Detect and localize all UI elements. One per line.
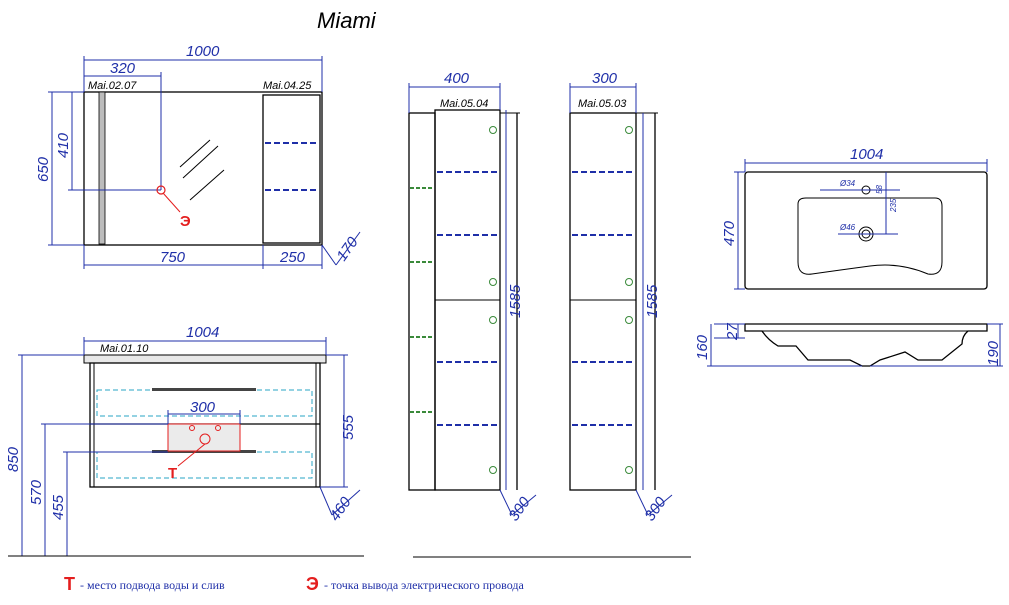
- mirror-cabinet-model-label: Mai.04.25: [263, 80, 312, 92]
- tap-hole-label: Ø34: [839, 179, 856, 188]
- basin-width-label: 1004: [850, 146, 883, 163]
- legend-electric-text: - точка вывода электрического провода: [324, 578, 525, 592]
- mirror-height-label: 650: [35, 156, 52, 182]
- basin-front-height-label: 160: [694, 334, 711, 360]
- tall-cabinet-2-view: Mai.05.03 300 1585 300: [569, 70, 673, 525]
- water-inlet: [189, 425, 195, 431]
- tall-2-width-label: 300: [592, 70, 618, 87]
- light-offset-label: 320: [110, 60, 136, 77]
- rim-label: 27: [724, 323, 741, 341]
- cabinet-front: [569, 112, 637, 491]
- base-unit-view: Mai.01.10 T 300 1004 555: [5, 324, 364, 557]
- tall-1-height-label: 1585: [507, 284, 524, 318]
- pipe-cutout: [167, 423, 241, 452]
- cabinet-side: [408, 112, 436, 491]
- total-height-label: 850: [5, 446, 22, 472]
- tall-2-model-label: Mai.05.03: [578, 98, 627, 110]
- legend-water-mark: T: [64, 574, 75, 594]
- drain-hole-label: Ø46: [839, 223, 856, 232]
- series-title: Miami: [317, 8, 377, 33]
- water-mark: T: [168, 465, 177, 482]
- basin-depth-label: 470: [721, 220, 738, 246]
- tall-2-depth-label: 300: [641, 494, 670, 525]
- tall-1-depth-label: 300: [505, 494, 534, 525]
- cabinet-depth-label: 170: [333, 234, 362, 265]
- cutout-width-label: 300: [190, 399, 216, 416]
- drawer-handle: [152, 388, 256, 391]
- mirror-width-label: 1000: [186, 43, 220, 60]
- mirror-model-label: Mai.02.07: [88, 80, 137, 92]
- drain-height-label: 455: [50, 494, 67, 520]
- mirror-frame: [83, 91, 323, 246]
- tap-offset-label: 58: [875, 185, 884, 194]
- base-height-label: 555: [340, 414, 357, 440]
- mirror-cabinet-body: [262, 94, 321, 244]
- tall-1-width-label: 400: [444, 70, 470, 87]
- socket-marker: [156, 185, 166, 195]
- reflection-line: [179, 139, 211, 168]
- mirror-part-width-label: 750: [160, 249, 186, 266]
- socket-leader: [162, 192, 181, 213]
- base-width-label: 1004: [186, 324, 219, 341]
- basin-profile: [744, 323, 988, 367]
- basin-top-view: Ø34 58 235 Ø46 1004 470: [721, 146, 988, 290]
- socket-height-label: 410: [55, 132, 72, 158]
- basin-back-height-label: 190: [985, 340, 1002, 366]
- pipe-height-label: 570: [28, 479, 45, 505]
- water-leader: [177, 443, 206, 467]
- legend: T - место подвода воды и слив Э - точка …: [64, 574, 525, 594]
- reflection-line: [182, 145, 219, 179]
- legend-water-text: - место подвода воды и слив: [80, 578, 225, 592]
- drain-offset-label: 235: [889, 198, 898, 213]
- electric-mark: Э: [180, 213, 191, 230]
- cabinet-width-label: 250: [279, 249, 306, 266]
- basin-bowl: [797, 197, 943, 275]
- drawer-bottom: [96, 451, 313, 479]
- mirror-lamp: [98, 91, 106, 245]
- mirror-view: 1000 320 Mai.02.07 Mai.04.25 650 410 Э 7…: [35, 43, 362, 269]
- tall-1-model-label: Mai.05.04: [440, 98, 488, 110]
- base-body: [89, 362, 321, 488]
- tall-2-height-label: 1585: [644, 284, 661, 318]
- tall-cabinet-1-view: Mai.05.04 400 1585 300: [408, 70, 537, 525]
- countertop: [83, 354, 327, 364]
- reflection-line: [189, 169, 225, 201]
- base-model-label: Mai.01.10: [100, 343, 149, 355]
- basin-side-view: 27 160 190: [694, 323, 1003, 367]
- basin-outline: [744, 171, 988, 290]
- water-inlet: [215, 425, 221, 431]
- legend-electric-mark: Э: [306, 574, 319, 594]
